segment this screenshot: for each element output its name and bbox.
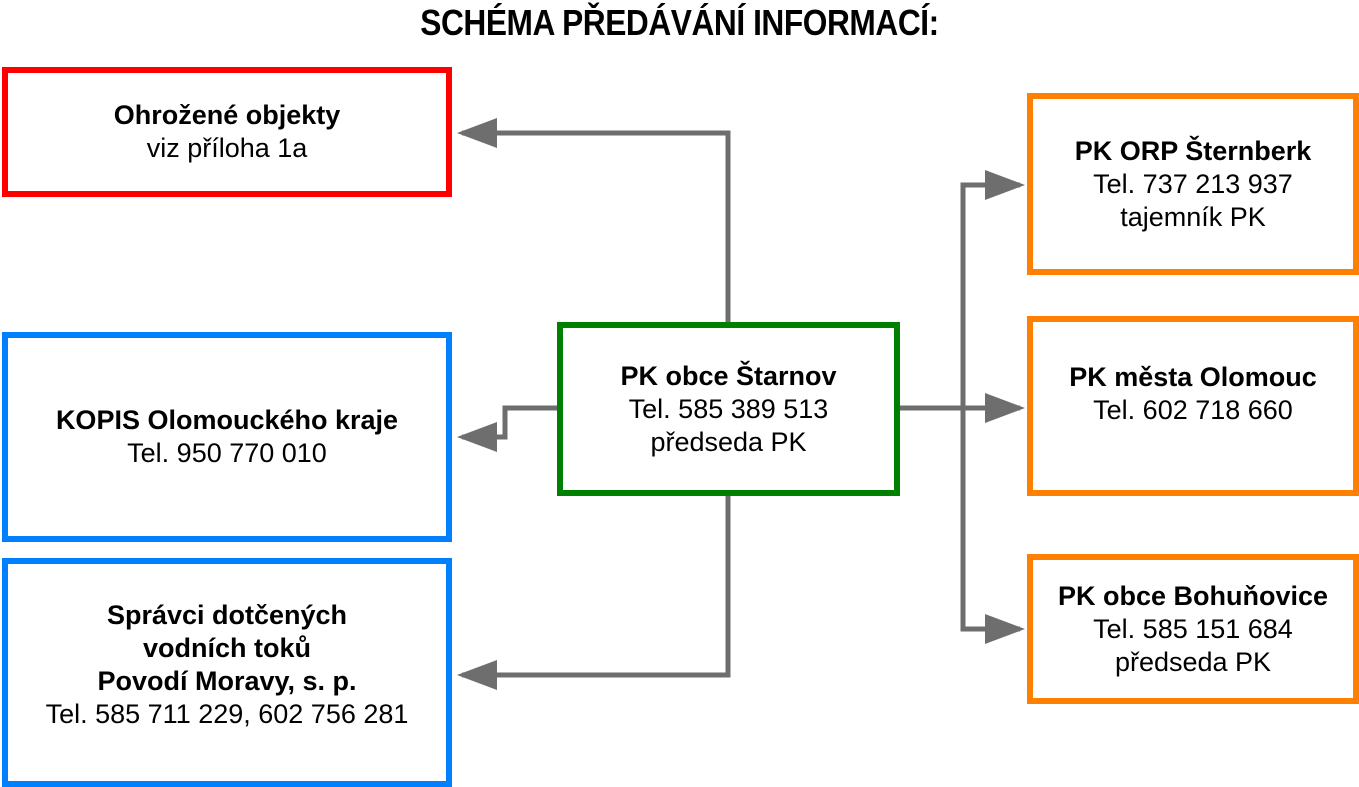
threatened-note: viz příloha 1a [146, 133, 308, 163]
bohunovice-name: PK obce Bohuňovice [1057, 580, 1329, 611]
water-line3: Povodí Moravy, s. p. [97, 665, 357, 696]
water-line1: Správci dotčených [106, 599, 348, 630]
water-phone: Tel. 585 711 229, 602 756 281 [45, 698, 409, 729]
threatened-name: Ohrožené objekty [113, 100, 341, 130]
olomouc-name: PK města Olomouc [1069, 362, 1317, 392]
sternberk-name: PK ORP Šternberk [1074, 135, 1312, 166]
arrow-to-bohunovice [960, 408, 1025, 644]
water-managers-box: Správci dotčených vodních toků Povodí Mo… [2, 558, 452, 787]
sternberk-phone: Tel. 737 213 937 [1093, 168, 1293, 199]
arrow-to-kopis [457, 405, 559, 452]
center-role: předseda PK [650, 426, 807, 457]
center-box: PK obce Štarnov Tel. 585 389 513 předsed… [557, 322, 900, 496]
diagram-title: SCHÉMA PŘEDÁVÁNÍ INFORMACÍ: [420, 2, 939, 43]
center-name: PK obce Štarnov [620, 360, 837, 391]
arrow-to-sternberk [960, 170, 1025, 408]
water-line2: vodních toků [143, 632, 311, 663]
olomouc-box: PK města Olomouc Tel. 602 718 660 [1027, 316, 1359, 496]
arrow-to-threatened [457, 118, 731, 322]
olomouc-phone: Tel. 602 718 660 [1093, 395, 1293, 425]
bohunovice-box: PK obce Bohuňovice Tel. 585 151 684 před… [1027, 554, 1359, 704]
bohunovice-role: předseda PK [1114, 646, 1272, 677]
bohunovice-phone: Tel. 585 151 684 [1093, 613, 1293, 644]
arrow-to-water [457, 495, 731, 690]
threatened-objects-box: Ohrožené objekty viz příloha 1a [2, 67, 452, 197]
kopis-name: KOPIS Olomouckého kraje [55, 405, 399, 435]
kopis-phone: Tel. 950 770 010 [127, 438, 327, 468]
center-phone: Tel. 585 389 513 [628, 393, 829, 424]
sternberk-box: PK ORP Šternberk Tel. 737 213 937 tajemn… [1027, 93, 1359, 275]
sternberk-role: tajemník PK [1120, 201, 1266, 232]
kopis-box: KOPIS Olomouckého kraje Tel. 950 770 010 [2, 332, 452, 542]
